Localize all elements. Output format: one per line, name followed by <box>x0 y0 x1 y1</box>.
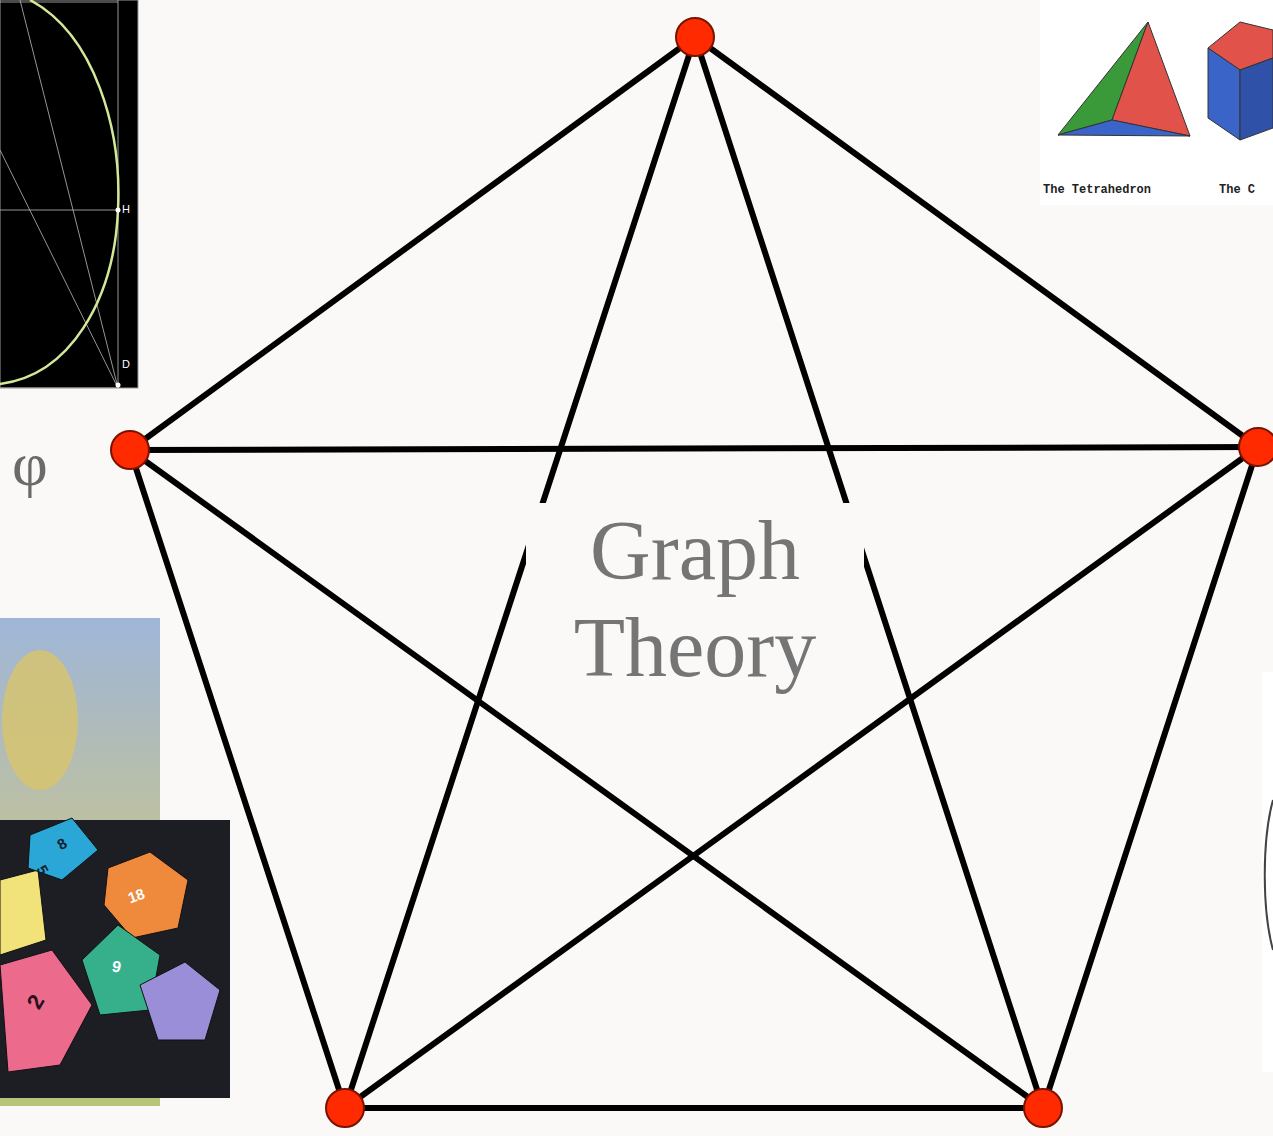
graph-vertex <box>676 18 714 56</box>
die <box>140 962 220 1040</box>
tetrahedron-face <box>1112 22 1190 136</box>
graph-edge <box>130 447 1258 450</box>
construction-point <box>116 383 121 388</box>
golden-ratio-picture <box>0 0 138 388</box>
die <box>104 852 188 938</box>
blurred-figure <box>2 650 78 790</box>
graph-edge <box>1043 447 1258 1108</box>
graph-vertex <box>1024 1089 1062 1127</box>
construction-line <box>20 0 118 388</box>
graph-vertex <box>1239 428 1273 466</box>
golden-arc <box>0 0 118 384</box>
graph-edge <box>695 37 1258 447</box>
construction-line <box>0 388 118 389</box>
graph-edge <box>345 1105 1043 1111</box>
graph-edge <box>130 450 1043 1108</box>
platonic-solids-picture <box>1040 0 1273 205</box>
graph-vertex <box>326 1089 364 1127</box>
partial-picture <box>1262 672 1273 1072</box>
construction-point <box>116 208 121 213</box>
die <box>28 818 98 880</box>
picture-ground <box>1040 0 1273 205</box>
tetrahedron-face <box>1058 120 1190 136</box>
complete-graph <box>111 18 1273 1127</box>
phi-symbol: φ <box>12 430 48 498</box>
graph-edge <box>130 450 345 1108</box>
point-letter: H <box>122 203 130 215</box>
partial-circle <box>1265 800 1273 950</box>
construction-line <box>0 2 118 3</box>
die <box>0 870 46 955</box>
cube-face <box>1240 58 1273 140</box>
picture-ground <box>1262 672 1273 1072</box>
construction-line <box>0 150 118 388</box>
construction-line <box>0 210 118 211</box>
graph-edge <box>130 37 695 450</box>
point-letter: D <box>122 358 130 370</box>
picture-ground <box>0 0 138 388</box>
graph-edge <box>345 447 1258 1108</box>
picture-caption: The C <box>1219 184 1255 197</box>
cube-face <box>1208 48 1240 140</box>
picture-caption: The Tetrahedron <box>1043 184 1151 197</box>
graph-title: Graph Theory <box>526 503 864 696</box>
dice-pictures <box>0 618 230 1106</box>
graph-vertex <box>111 431 149 469</box>
die <box>0 950 92 1072</box>
